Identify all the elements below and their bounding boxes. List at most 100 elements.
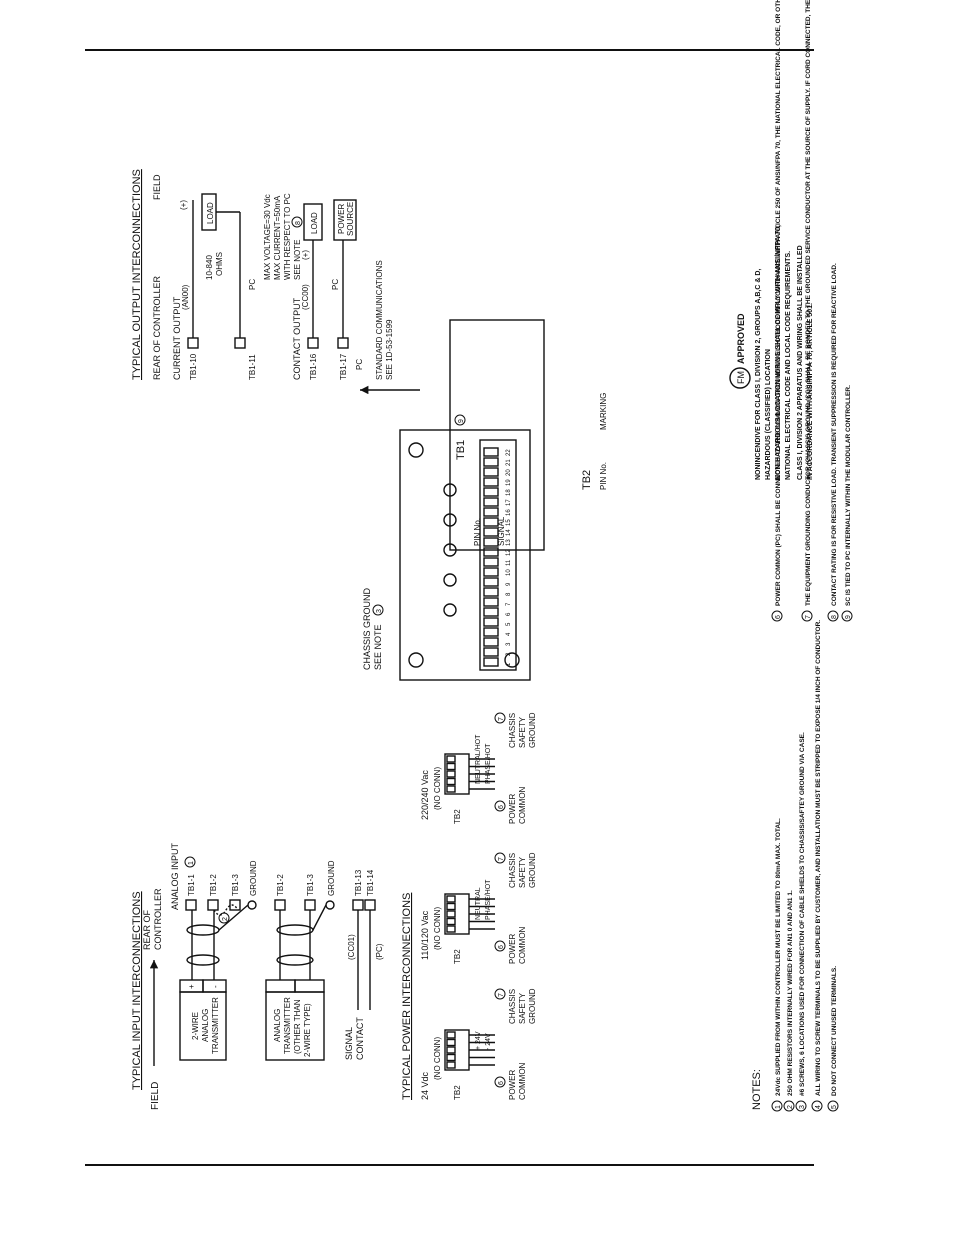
svg-text:NEUTRAL: NEUTRAL <box>475 887 482 920</box>
svg-text:TB1-11: TB1-11 <box>248 354 257 380</box>
terminal-ground: GROUND <box>249 860 258 896</box>
svg-text:GROUND: GROUND <box>528 712 537 748</box>
svg-text:ANALOG: ANALOG <box>273 1009 282 1042</box>
svg-text:9: 9 <box>458 419 465 423</box>
terminal-tb1-1: TB1-1 <box>187 874 196 896</box>
approval-block: FM APPROVED NONINCENDIVE FOR CLASS I, DI… <box>729 225 814 480</box>
input-title: TYPICAL INPUT INTERCONNECTIONS <box>131 891 143 1090</box>
output-interconnections: TYPICAL OUTPUT INTERCONNECTIONS REAR OF … <box>131 169 420 395</box>
controller-terminal <box>483 507 499 517</box>
note-number-icon <box>827 1100 839 1112</box>
svg-text:CURRENT OUTPUT: CURRENT OUTPUT <box>172 296 182 380</box>
approval-line-5: CLASS I, DIVISION 2 APPARATUS AND WIRING… <box>797 245 804 480</box>
controller-terminal-label: 6 <box>506 612 512 616</box>
svg-text:SEE 1D-53-1599: SEE 1D-53-1599 <box>385 319 394 380</box>
svg-text:SAFETY: SAFETY <box>518 856 527 888</box>
tb2-header-marking: MARKING <box>599 393 608 430</box>
svg-text:STANDARD COMMUNICATIONS: STANDARD COMMUNICATIONS <box>375 260 384 380</box>
terminal-tb1-3: TB1-3 <box>231 874 240 896</box>
svg-text:LOAD: LOAD <box>206 202 215 224</box>
svg-text:6: 6 <box>498 1081 505 1085</box>
svg-text:TRANSMITTER: TRANSMITTER <box>283 997 292 1054</box>
svg-text:POWER: POWER <box>508 1070 517 1100</box>
svg-text:FIELD: FIELD <box>152 174 162 200</box>
controller-terminal-label: 22 <box>506 449 512 456</box>
controller-terminal <box>483 447 499 457</box>
controller-terminal-label: 16 <box>506 509 512 516</box>
controller-terminal-label: 9 <box>506 582 512 586</box>
svg-text:MAX CURRENT=50mA: MAX CURRENT=50mA <box>273 195 282 280</box>
note-number-icon <box>801 610 813 622</box>
svg-text:COMMON: COMMON <box>518 786 527 824</box>
controller-terminal <box>483 587 499 597</box>
svg-text:PC: PC <box>355 359 364 370</box>
note-text: SC IS TIED TO PC INTERNALLY WITHIN THE M… <box>845 385 852 606</box>
svg-text:POWER: POWER <box>337 204 346 234</box>
controller-terminal-label: 3 <box>506 642 512 646</box>
approval-line-6: IN ACCORDANCE WITH ANSI/NFPA 70, ARTICLE… <box>807 303 814 480</box>
svg-text:1: 1 <box>188 861 195 865</box>
svg-text:GROUND: GROUND <box>528 852 537 888</box>
tb2-terminal <box>446 895 456 903</box>
svg-text:220/240 Vac: 220/240 Vac <box>420 770 430 820</box>
tb2-terminal <box>446 1046 456 1054</box>
controller-terminal <box>483 627 499 637</box>
svg-text:CHASSIS: CHASSIS <box>508 853 517 888</box>
controller-terminal <box>483 557 499 567</box>
controller-terminal-label: 21 <box>506 459 512 466</box>
note-text: 24Vdc SUPPLIED FROM WITHIN CONTROLLER MU… <box>775 818 782 1096</box>
tb2-terminal <box>446 755 456 763</box>
note-number-icon <box>783 1100 795 1112</box>
note-number: 5 <box>831 1105 838 1109</box>
svg-text:SEE NOTE: SEE NOTE <box>293 240 302 280</box>
power-interconnections: TYPICAL POWER INTERCONNECTIONS 24 Vdc (N… <box>401 712 537 1100</box>
mounting-screw <box>408 652 424 668</box>
shield-screw-icon <box>443 573 457 587</box>
approval-mark: FM <box>736 371 746 384</box>
ground-icon <box>247 900 257 910</box>
svg-text:COMMON: COMMON <box>518 1062 527 1100</box>
svg-text:- 24V: - 24V <box>485 1033 492 1050</box>
svg-text:(+): (+) <box>301 250 310 260</box>
svg-text:3: 3 <box>376 609 383 613</box>
controller-terminal-label: 18 <box>506 489 512 496</box>
tb2-terminal <box>446 902 456 911</box>
cable-shield <box>186 954 220 966</box>
svg-text:WITH RESPECT TO PC: WITH RESPECT TO PC <box>283 193 292 280</box>
svg-text:LOAD: LOAD <box>310 212 319 234</box>
tb2-terminal <box>446 1038 456 1047</box>
output-title: TYPICAL OUTPUT INTERCONNECTIONS <box>131 169 143 380</box>
svg-text:(NO CONN): (NO CONN) <box>433 1037 442 1080</box>
svg-text:7: 7 <box>498 717 505 721</box>
svg-text:(NO CONN): (NO CONN) <box>433 767 442 810</box>
notes-title: NOTES: <box>751 1069 763 1110</box>
power-source-box <box>333 199 357 241</box>
controller-terminal <box>483 457 499 467</box>
tb2-terminal <box>446 917 456 926</box>
controller-terminal-label: 2 <box>506 652 512 656</box>
svg-text:SAFETY: SAFETY <box>518 716 527 748</box>
input-rear-1: CONTROLLER <box>153 888 163 950</box>
note-number: 4 <box>815 1105 822 1109</box>
note-text: DO NOT CONNECT UNUSED TERMINALS. <box>831 966 838 1096</box>
tb2-title: TB2 <box>581 470 593 490</box>
header-rule <box>85 49 814 51</box>
tb1-header-signal: SIGNAL <box>497 516 506 546</box>
controller-terminal-label: 8 <box>506 592 512 596</box>
svg-text:PC: PC <box>248 279 257 290</box>
terminal-tb1-2: TB1-2 <box>209 874 218 896</box>
approval-line-0: APPROVED <box>736 313 746 364</box>
tb2-terminal <box>446 1031 456 1039</box>
svg-text:2: 2 <box>222 917 229 921</box>
shield-screw-icon <box>443 603 457 617</box>
controller-terminal <box>483 617 499 627</box>
svg-text:2-WIRE TYPE): 2-WIRE TYPE) <box>303 1003 312 1057</box>
svg-text:POWER: POWER <box>508 934 517 964</box>
svg-text:TB1-13: TB1-13 <box>354 869 363 896</box>
signal-contact-0: SIGNAL <box>344 1027 354 1060</box>
svg-text:GROUND: GROUND <box>528 988 537 1024</box>
controller-terminal-label: 13 <box>506 539 512 546</box>
